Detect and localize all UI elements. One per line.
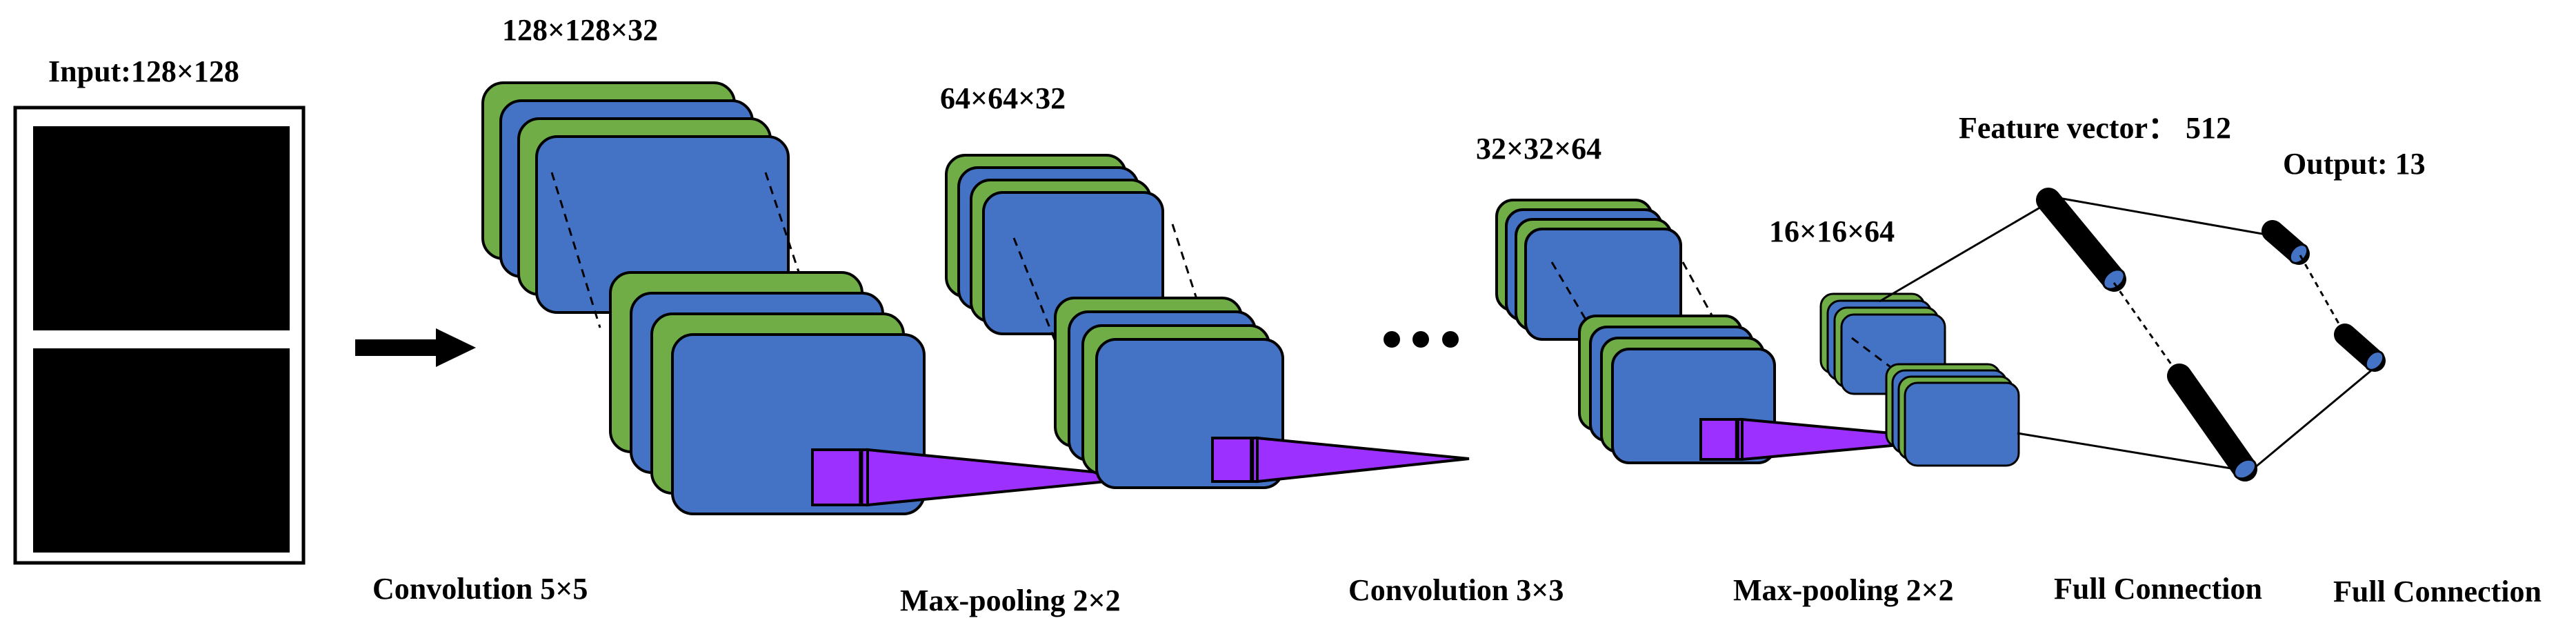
pool1-feature-maps: [945, 154, 1470, 489]
fc1-neuron-top-end: [2102, 268, 2126, 290]
pool2-feature-maps: [1819, 292, 2020, 467]
pool2-bottom-map-4: [1904, 381, 2020, 467]
conv1-caption: Convolution 5×5: [372, 572, 588, 606]
conv1-kernel: [811, 448, 869, 506]
conv2-dims-label: 32×32×64: [1476, 132, 1601, 166]
fc2-label: Output: 13: [2283, 147, 2426, 181]
pool1-kernel-projection: [1256, 436, 1470, 484]
dashed-connector: [550, 172, 601, 328]
input-image-top: [33, 126, 290, 330]
fc2-dashed-link: [2299, 255, 2346, 335]
fc1-neuron-top-body: [2036, 188, 2126, 292]
input-panel: Input:128×128: [13, 54, 306, 565]
input-label: Input:128×128: [48, 54, 239, 88]
dashed-connector: [1012, 237, 1057, 342]
fc-connections: [1879, 197, 2384, 473]
fc1-neuron-bottom: [2167, 364, 2257, 481]
pool1-caption: Max-pooling 2×2: [900, 584, 1121, 617]
conv2-caption: Convolution 3×3: [1348, 573, 1564, 607]
fc1-neuron-bottom-body: [2167, 364, 2257, 481]
pool1-dims-label: 64×64×32: [940, 81, 1066, 115]
fc1-caption: Full Connection: [2054, 572, 2262, 606]
conv1-dims-label: 128×128×32: [502, 13, 658, 47]
fc1-dashed-link: [2113, 282, 2181, 377]
input-image-bottom: [33, 348, 290, 553]
right-arrow-icon: [355, 328, 476, 367]
fc-neurons: [2036, 188, 2386, 481]
ellipsis-icon: [1384, 331, 1459, 348]
fc1-neuron-bottom-end: [2233, 458, 2257, 480]
pool2-caption: Max-pooling 2×2: [1733, 573, 1954, 607]
pool2-dims-label: 16×16×64: [1769, 215, 1895, 248]
conv2-feature-maps: [1495, 199, 1959, 464]
fc2-neuron-bottom-end: [2364, 350, 2385, 371]
fc2-neuron-bottom: [2334, 324, 2386, 372]
pool1-kernel: [1211, 437, 1259, 483]
fc1-neuron-top: [2036, 188, 2126, 292]
conv1-feature-maps: [481, 81, 1149, 515]
fc2-neuron-top: [2262, 220, 2310, 265]
fc2-caption: Full Connection: [2333, 575, 2542, 608]
fc1-label: Feature vector： 512: [1959, 111, 2231, 145]
